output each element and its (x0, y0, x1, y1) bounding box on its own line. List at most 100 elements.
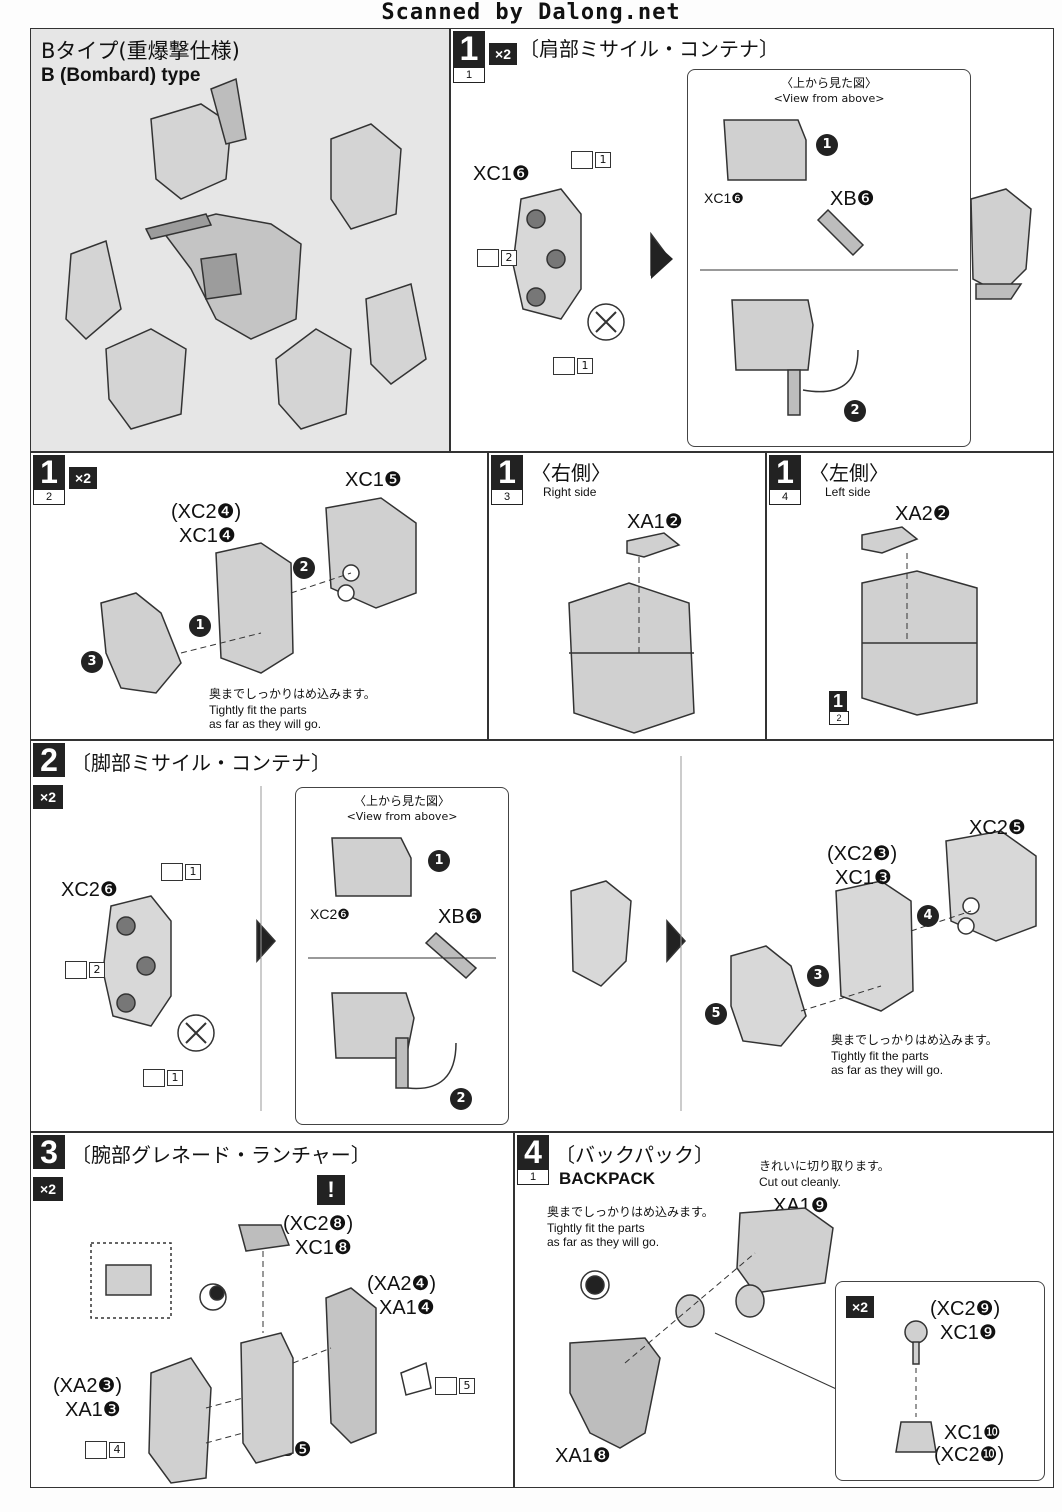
step-circle: 1 (189, 615, 211, 637)
side-title-jp: 〈右側〉 (531, 461, 611, 485)
step-number: 4 (517, 1135, 549, 1169)
fit-note-en-2: as far as they will go. (831, 1063, 944, 1077)
fit-note-en-1: Tightly fit the parts (831, 1049, 929, 1063)
part-label: (XA2❹) (367, 1273, 437, 1295)
part-label: XB❻ (830, 188, 875, 210)
part-label: XA1❷ (627, 511, 683, 533)
nipper-cut-icon (65, 961, 87, 979)
step-title: 〔腕部グレネード・ランチャー〕 (71, 1143, 371, 1167)
part-label: XA1❹ (379, 1297, 435, 1319)
step-circle: 3 (81, 651, 103, 673)
step1-2-panel: 1 2 ×2 (XC2❹) XC1❹ XC1❺ 1 2 3 奥までしっかりはめ込… (30, 452, 488, 740)
step-sub-number: 1 (453, 67, 485, 83)
part-label: (XC2❽) (283, 1213, 354, 1235)
cut-note-jp: きれいに切り取ります。 (759, 1159, 890, 1173)
step-title: 〔肩部ミサイル・コンテナ〕 (519, 37, 779, 61)
cut-number: 1 (577, 358, 593, 374)
view-diagram (308, 837, 496, 1090)
part-label: XB❻ (438, 906, 483, 928)
intro-title-en: B (Bombard) type (41, 65, 201, 86)
intro-title-jp: Bタイプ(重爆撃仕様) (41, 39, 240, 63)
fit-note-en-2: as far as they will go. (209, 717, 322, 731)
part-label: XC1❸ (835, 867, 892, 889)
part-label: XC1❹ (179, 525, 236, 547)
quantity-badge: ×2 (489, 43, 517, 65)
part-label: XC1❾ (940, 1322, 997, 1344)
step-circle: 3 (807, 965, 829, 987)
fit-note-en-2: as far as they will go. (547, 1235, 660, 1249)
nipper-cut-icon (435, 1377, 457, 1395)
backpack-illustration (569, 1207, 846, 1449)
step-circle: 1 (428, 850, 450, 872)
step-number: 2 (33, 743, 65, 777)
warning-icon: ! (317, 1175, 345, 1205)
step-sub-number: 3 (491, 489, 523, 505)
part-label: XA2❷ (895, 503, 951, 525)
cut-number: 1 (167, 1070, 183, 1086)
ball-joint-illustration (895, 1320, 937, 1453)
step-circle: 4 (917, 905, 939, 927)
step2-panel: 2 ×2 〔脚部ミサイル・コンテナ〕 XC2❻ (30, 740, 1054, 1132)
part-label: XC1❻ (473, 163, 530, 185)
leg-container-frame (102, 756, 1037, 1111)
right-container-illustration (568, 532, 695, 734)
fit-note-en-1: Tightly fit the parts (547, 1221, 645, 1235)
quantity-badge: ×2 (846, 1296, 874, 1318)
side-title-en: Right side (543, 485, 597, 499)
quantity-badge: ×2 (33, 1177, 63, 1201)
step-sub-number: 4 (769, 489, 801, 505)
step-circle: 2 (844, 400, 866, 422)
step-number: 1 (769, 455, 801, 489)
part-label: (XC2❹) (171, 501, 242, 523)
intro-panel: Bタイプ(重爆撃仕様) B (Bombard) type (30, 28, 450, 452)
step3-panel: 3 ×2 〔腕部グレネード・ランチャー〕 ! (XC2❽) XC1❽ (XA2❹… (30, 1132, 514, 1488)
part-label: (XA2❸) (53, 1375, 123, 1397)
quantity-badge: ×2 (69, 467, 97, 489)
step-circle: 5 (705, 1003, 727, 1025)
part-label: XC1❺ (345, 469, 402, 491)
view-caption-jp: 〈上から見た図〉 (780, 76, 877, 90)
part-label: (XC2❾) (930, 1298, 1001, 1320)
part-label: XC1❽ (295, 1237, 352, 1259)
nipper-cut-icon (161, 863, 183, 881)
cut-number: 2 (501, 250, 517, 266)
step-title: 〔脚部ミサイル・コンテナ〕 (71, 751, 331, 775)
cut-note-en: Cut out cleanly. (759, 1175, 841, 1189)
part-label: XC2❻ (310, 906, 350, 922)
step-title: 〔バックパック〕 (555, 1143, 714, 1167)
part-label: (XC2❸) (827, 843, 898, 865)
step-number: 1 (453, 31, 485, 67)
fit-note-jp: 奥までしっかりはめ込みます。 (209, 687, 376, 701)
bombard-parts-illustration (65, 77, 427, 430)
view-caption-en: <View from above> (346, 810, 458, 823)
part-label: XC2❻ (61, 879, 118, 901)
part-label: XC2❺ (969, 817, 1026, 839)
scanned-by-header: Scanned by Dalong.net (381, 0, 681, 25)
fit-note-jp: 奥までしっかりはめ込みます。 (831, 1033, 998, 1047)
step-number: 1 (491, 455, 523, 489)
step1-3-panel: 1 3 〈右側〉 Right side XA1❷ (488, 452, 766, 740)
step-circle: 2 (293, 557, 315, 579)
step-circle: 2 (450, 1088, 472, 1110)
side-title-jp: 〈左側〉 (809, 461, 889, 485)
fit-note-jp: 奥までしっかりはめ込みます。 (547, 1205, 714, 1219)
part-label: XA1❽ (555, 1445, 611, 1467)
ref-step-number: 1 (829, 691, 847, 711)
view-caption-jp: 〈上から見た図〉 (353, 794, 450, 808)
step-title-en: BACKPACK (559, 1169, 656, 1188)
view-diagram (700, 119, 958, 416)
side-title-en: Left side (825, 485, 871, 499)
quantity-badge: ×2 (33, 785, 63, 809)
next-arrow-icon (651, 239, 673, 279)
step1-1-panel: 1 1 ×2 〔肩部ミサイル・コンテナ〕 XC1❻ 1 2 1 〈上から見た図〉… (450, 28, 1054, 452)
cut-number: 1 (595, 152, 611, 168)
ref-step-sub: 2 (829, 711, 849, 725)
nipper-cut-icon (571, 151, 593, 169)
step-number: 3 (33, 1135, 65, 1169)
fit-note-en-1: Tightly fit the parts (209, 703, 307, 717)
step-sub-number: 1 (517, 1169, 549, 1185)
container-assembly-illustration (100, 497, 417, 694)
left-container-illustration (861, 526, 978, 716)
step-sub-number: 2 (33, 489, 65, 505)
